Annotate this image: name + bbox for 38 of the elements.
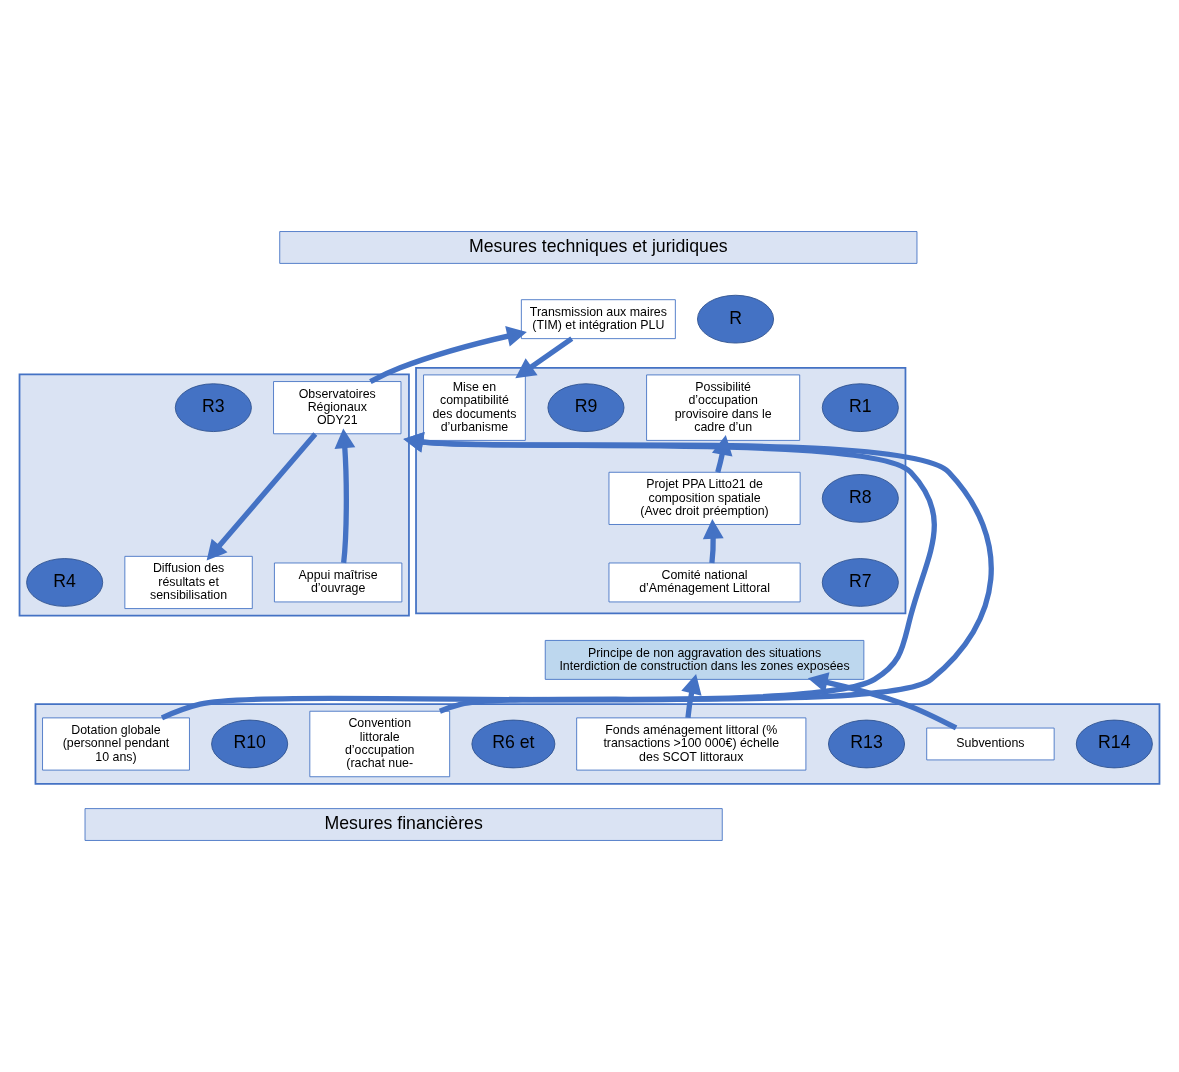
node-ellipse: R7 <box>821 558 899 607</box>
arrow <box>807 672 958 731</box>
arrow <box>403 431 994 714</box>
node-box: Dotation globale (personnel pendant 10 ans) <box>42 717 190 771</box>
node-ellipse: R <box>697 294 775 344</box>
node-ellipse: R3 <box>174 383 252 432</box>
node-box: Mesures financières <box>84 808 723 841</box>
node-box: Diffusion des résultats et sensibilisation <box>124 555 253 609</box>
node-box: Fonds aménagement littoral (% transactions >100 000€) échelle des SCOT littoraux <box>576 717 807 771</box>
node-box: Projet PPA Litto21 de composition spatiale (Avec droit préemption) <box>608 471 801 525</box>
node-box: Mise en compatibilité des documents d’urbanisme <box>423 374 526 441</box>
arrow <box>206 432 318 561</box>
node-ellipse: R4 <box>26 558 104 607</box>
arrow <box>334 428 356 564</box>
cluster <box>18 373 410 617</box>
arrow <box>160 431 937 721</box>
node-ellipse: R8 <box>821 474 899 523</box>
arrow <box>369 326 527 384</box>
node-box: Subventions <box>926 727 1055 761</box>
arrow <box>515 336 574 379</box>
node-box: Appui maîtrise d’ouvrage <box>273 562 403 603</box>
cluster <box>34 703 1161 785</box>
node-ellipse: R9 <box>547 383 625 432</box>
node-box: Principe de non aggravation des situations Interdiction de construction dans les zones exposées <box>544 640 865 680</box>
node-ellipse: R13 <box>828 719 906 769</box>
node-box: Mesures techniques et juridiques <box>279 231 918 264</box>
node-box: Convention littorale d’occupation (rachat nue- <box>309 710 451 778</box>
node-box: Comité national d’Aménagement Littoral <box>608 562 801 603</box>
node-box: Observatoires Régionaux ODY21 <box>273 381 402 435</box>
node-ellipse: R6 et <box>471 719 556 769</box>
node-ellipse: R1 <box>821 383 899 432</box>
node-ellipse: R14 <box>1075 719 1153 769</box>
node-box: Possibilité d’occupation provisoire dans le cadre d’un <box>646 374 801 441</box>
node-ellipse: R10 <box>211 719 289 769</box>
arrow <box>702 518 724 564</box>
node-box: Transmission aux maires (TIM) et intégration PLU <box>520 299 676 340</box>
arrow <box>681 673 702 718</box>
cluster <box>415 366 907 615</box>
